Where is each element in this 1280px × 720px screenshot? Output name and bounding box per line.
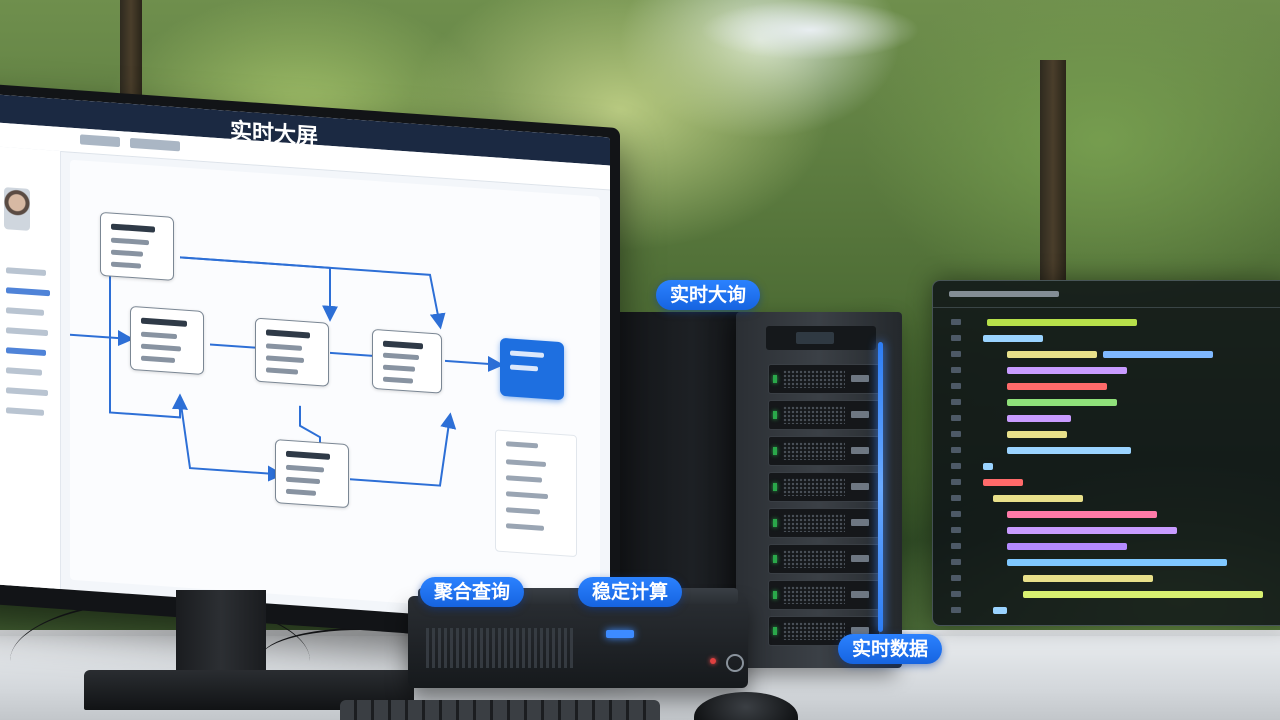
server-bay	[768, 616, 880, 646]
code-line	[933, 429, 1280, 439]
code-line	[933, 525, 1280, 535]
status-led-icon	[773, 519, 777, 527]
bay-tag	[851, 519, 869, 526]
flow-node[interactable]	[130, 305, 204, 376]
server-bay	[768, 400, 880, 430]
server-bay	[768, 472, 880, 502]
server-rack	[736, 312, 902, 668]
bay-tag	[851, 375, 869, 382]
code-line	[933, 477, 1280, 487]
code-line	[933, 557, 1280, 567]
code-line	[933, 445, 1280, 455]
vent-mesh	[783, 586, 845, 604]
label-realtime-query: 实时大询	[656, 280, 761, 310]
tab-item[interactable]	[130, 137, 180, 152]
flow-node[interactable]	[255, 317, 329, 387]
monitor-stand-neck	[176, 590, 266, 680]
bay-tag	[851, 411, 869, 418]
sky-patch	[700, 0, 920, 60]
flow-node-active[interactable]	[500, 337, 564, 401]
status-led-icon	[773, 555, 777, 563]
monitor: 实时大屏	[0, 82, 640, 670]
code-panel	[932, 280, 1280, 626]
sidebar-item[interactable]	[6, 327, 48, 337]
sidebar-item[interactable]	[6, 347, 46, 357]
monitor-screen: 实时大屏	[0, 92, 610, 628]
vent-mesh	[783, 442, 845, 460]
flow-node[interactable]	[275, 439, 349, 509]
bay-tag	[851, 591, 869, 598]
vent-mesh	[783, 514, 845, 532]
code-line	[933, 461, 1280, 471]
bay-tag	[851, 627, 869, 634]
sidebar-item[interactable]	[6, 387, 48, 397]
keyboard	[340, 700, 660, 720]
code-line	[933, 349, 1280, 359]
label-aggregate-query: 聚合查询	[420, 577, 525, 607]
code-line	[933, 317, 1280, 327]
server-bay	[768, 436, 880, 466]
flow-canvas	[70, 159, 600, 617]
server-display	[766, 326, 876, 350]
sidebar-item[interactable]	[6, 287, 50, 297]
power-button-icon[interactable]	[726, 654, 744, 672]
label-stable-compute: 稳定计算	[578, 577, 683, 607]
tab-item[interactable]	[80, 134, 120, 148]
avatar	[4, 187, 30, 231]
power-led-icon	[710, 658, 716, 664]
code-line	[933, 541, 1280, 551]
legend-panel	[495, 429, 577, 558]
sidebar-item[interactable]	[6, 367, 42, 376]
status-led-icon	[773, 483, 777, 491]
status-led-icon	[773, 411, 777, 419]
vent-mesh	[783, 478, 845, 496]
vent-mesh	[783, 550, 845, 568]
tree-trunk	[1040, 60, 1066, 280]
status-led-icon	[606, 630, 634, 638]
code-line	[933, 381, 1280, 391]
bay-tag	[851, 483, 869, 490]
server-light-strip	[878, 342, 883, 632]
bay-tag	[851, 447, 869, 454]
vent-grille	[426, 628, 576, 668]
flow-node[interactable]	[372, 328, 442, 394]
status-led-icon	[773, 627, 777, 635]
code-line	[933, 605, 1280, 615]
label-realtime-data: 实时数据	[838, 634, 943, 664]
code-line	[933, 509, 1280, 519]
flow-node[interactable]	[100, 211, 174, 281]
code-line	[933, 413, 1280, 423]
code-line	[933, 365, 1280, 375]
sidebar-item[interactable]	[6, 407, 44, 416]
status-led-icon	[773, 447, 777, 455]
monitor-bezel: 实时大屏	[0, 82, 620, 649]
code-line	[933, 493, 1280, 503]
screen-sidebar	[0, 144, 61, 592]
status-led-icon	[773, 591, 777, 599]
code-line	[933, 589, 1280, 599]
bay-tag	[851, 555, 869, 562]
vent-mesh	[783, 406, 845, 424]
code-line	[933, 397, 1280, 407]
sidebar-item[interactable]	[6, 307, 44, 316]
server-bay	[768, 364, 880, 394]
sidebar-item[interactable]	[6, 267, 46, 277]
code-panel-header	[933, 281, 1280, 308]
vent-mesh	[783, 370, 845, 388]
server-bay	[768, 544, 880, 574]
code-line	[933, 333, 1280, 343]
server-bay	[768, 508, 880, 538]
server-bay	[768, 580, 880, 610]
vent-mesh	[783, 622, 845, 640]
status-led-icon	[773, 375, 777, 383]
code-line	[933, 573, 1280, 583]
mini-pc	[408, 588, 748, 688]
